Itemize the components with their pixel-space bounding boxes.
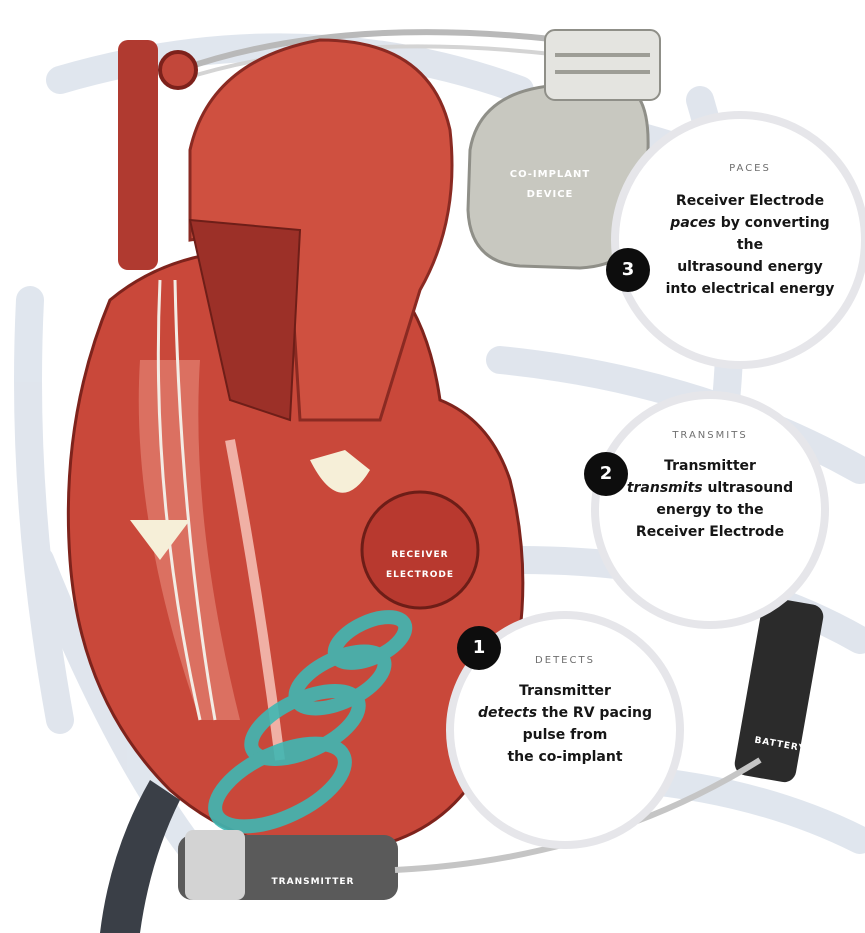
step-2-text: Transmitter transmits ultrasound energy … [620,455,800,543]
step-3-text: Receiver Electrode paces by converting t… [655,190,845,300]
step-2-line3: energy to the [620,499,800,521]
step-3-number: 3 [606,248,650,292]
step-2-line1: Transmitter [620,455,800,477]
step-2-keyword: transmits [627,480,703,496]
step-2-line2: ultrasound [703,480,794,496]
step-2-title: TRANSMITS [620,430,800,441]
co-implant-label-line1: CO-IMPLANT [495,165,605,185]
step-1-line2: the RV pacing [537,705,652,721]
step-2-line4: Receiver Electrode [620,521,800,543]
step-1-block: DETECTS Transmitter detects the RV pacin… [475,655,655,768]
step-3-block: PACES Receiver Electrode paces by conver… [655,163,845,300]
co-implant-label-line2: DEVICE [495,185,605,205]
lower-vessel [100,780,180,933]
receiver-label-line1: RECEIVER [370,545,470,565]
step-3-line4: into electrical energy [655,278,845,300]
step-2-block: TRANSMITS Transmitter transmits ultrasou… [620,430,800,543]
device-header [545,30,660,100]
transmitter-label: TRANSMITTER [258,872,368,892]
step-3-keyword: paces [670,215,716,231]
vessel-cross-section [160,52,196,88]
step-3-line3: ultrasound energy [655,256,845,278]
co-implant-label: CO-IMPLANT DEVICE [495,165,605,205]
step-3-title: PACES [655,163,845,174]
receiver-label-line2: ELECTRODE [370,565,470,585]
step-1-line3: pulse from [475,724,655,746]
step-1-line1: Transmitter [475,680,655,702]
receiver-electrode-label: RECEIVER ELECTRODE [370,545,470,585]
superior-vena-cava [118,40,158,270]
step-1-text: Transmitter detects the RV pacing pulse … [475,680,655,768]
step-3-line1: Receiver Electrode [655,190,845,212]
step-3-line2: by converting the [716,215,830,253]
step-1-keyword: detects [478,705,537,721]
step-1-title: DETECTS [475,655,655,666]
step-1-line4: the co-implant [475,746,655,768]
